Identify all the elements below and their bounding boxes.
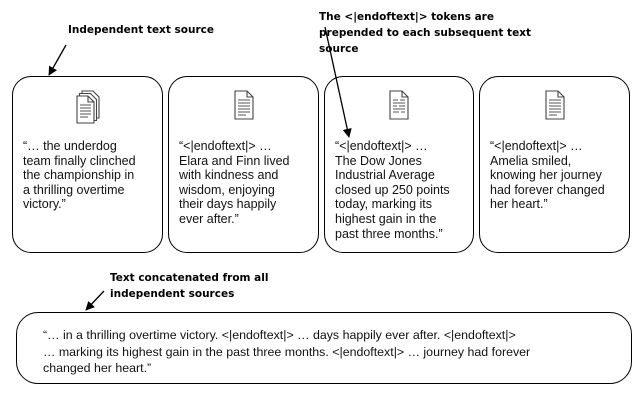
document-icon — [544, 90, 565, 120]
document-icon — [389, 90, 409, 120]
concatenated-label: Text concatenated from all independent s… — [110, 272, 269, 300]
concatenated-text: “… in a thrilling overtime victory. <|en… — [43, 328, 531, 375]
source-text-3: “<|endoftext|> … The Dow Jones Industria… — [335, 139, 450, 241]
source-text-1: “… the underdog team finally clinched th… — [23, 139, 136, 212]
stacked-documents-icon — [75, 90, 100, 124]
document-icon — [233, 90, 254, 120]
source-box-1: “… the underdog team finally clinched th… — [12, 76, 163, 253]
source-box-3: “<|endoftext|> … The Dow Jones Industria… — [324, 76, 474, 253]
source-label-arrow — [48, 44, 67, 76]
source-box-4: “<|endoftext|> … Amelia smiled, knowing … — [479, 76, 630, 253]
source-box-2: “<|endoftext|> … Elara and Finn lived wi… — [168, 76, 319, 253]
source-text-2: “<|endoftext|> … Elara and Finn lived wi… — [179, 139, 290, 226]
source-text-4: “<|endoftext|> … Amelia smiled, knowing … — [490, 139, 605, 212]
concatenated-label-arrow — [85, 290, 105, 311]
endoftext-note-label: The <|endoftext|> tokens are prepended t… — [319, 11, 531, 55]
independent-source-label: Independent text source — [68, 24, 214, 36]
concatenated-box: “… in a thrilling overtime victory. <|en… — [16, 312, 632, 384]
